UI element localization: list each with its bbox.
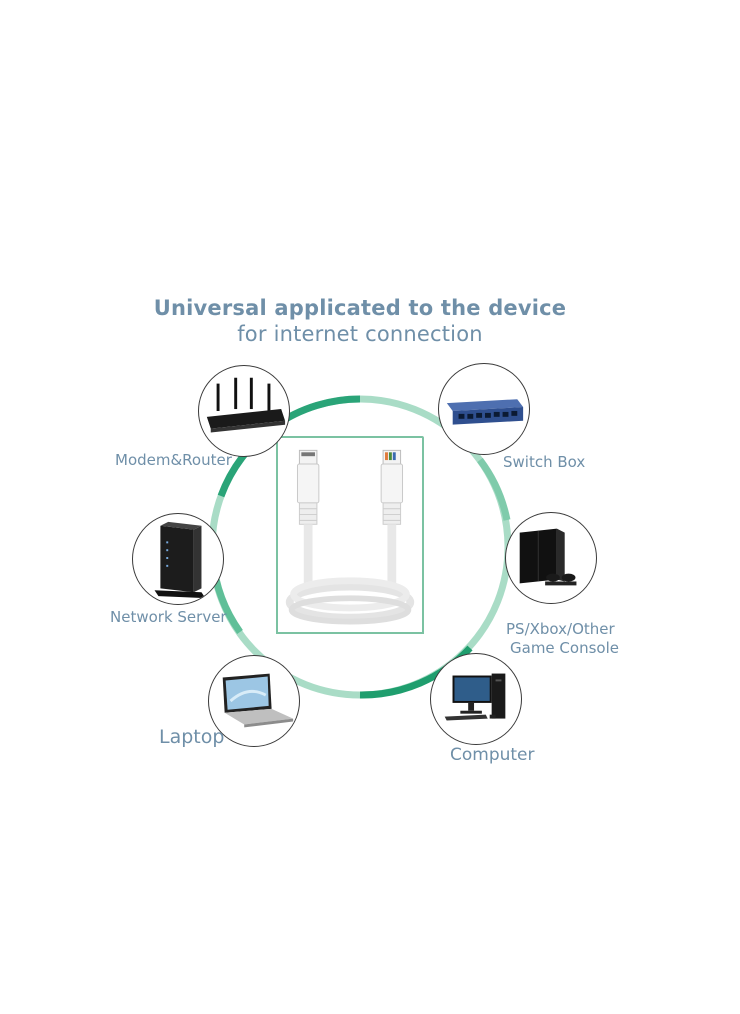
game-console-label-line-2: Game Console (510, 639, 619, 657)
modem-router-circle (198, 365, 290, 457)
ethernet-cable-icon (285, 449, 415, 625)
switch-icon (446, 399, 524, 425)
ring-arc-right (477, 457, 511, 521)
game-console-label-line-1: PS/Xbox/Other (506, 620, 615, 638)
modem-router-label: Modem&Router (115, 451, 232, 469)
switch-box-circle (438, 363, 530, 455)
ethernet-cable-image (276, 436, 424, 634)
laptop-label: Laptop (159, 726, 225, 748)
server-icon (154, 521, 206, 599)
game-console-icon (519, 528, 577, 586)
game-console-circle (505, 512, 597, 604)
title-line-1: Universal applicated to the device (153, 296, 567, 320)
computer-circle (430, 653, 522, 745)
router-icon (206, 377, 286, 433)
switch-box-label: Switch Box (503, 453, 586, 471)
computer-icon (444, 673, 506, 721)
network-server-label: Network Server (110, 608, 227, 626)
title-line-2: for internet connection (237, 322, 483, 346)
network-server-circle (132, 513, 224, 605)
laptop-circle (208, 655, 300, 747)
computer-label: Computer (450, 745, 535, 765)
laptop-icon (222, 673, 294, 728)
